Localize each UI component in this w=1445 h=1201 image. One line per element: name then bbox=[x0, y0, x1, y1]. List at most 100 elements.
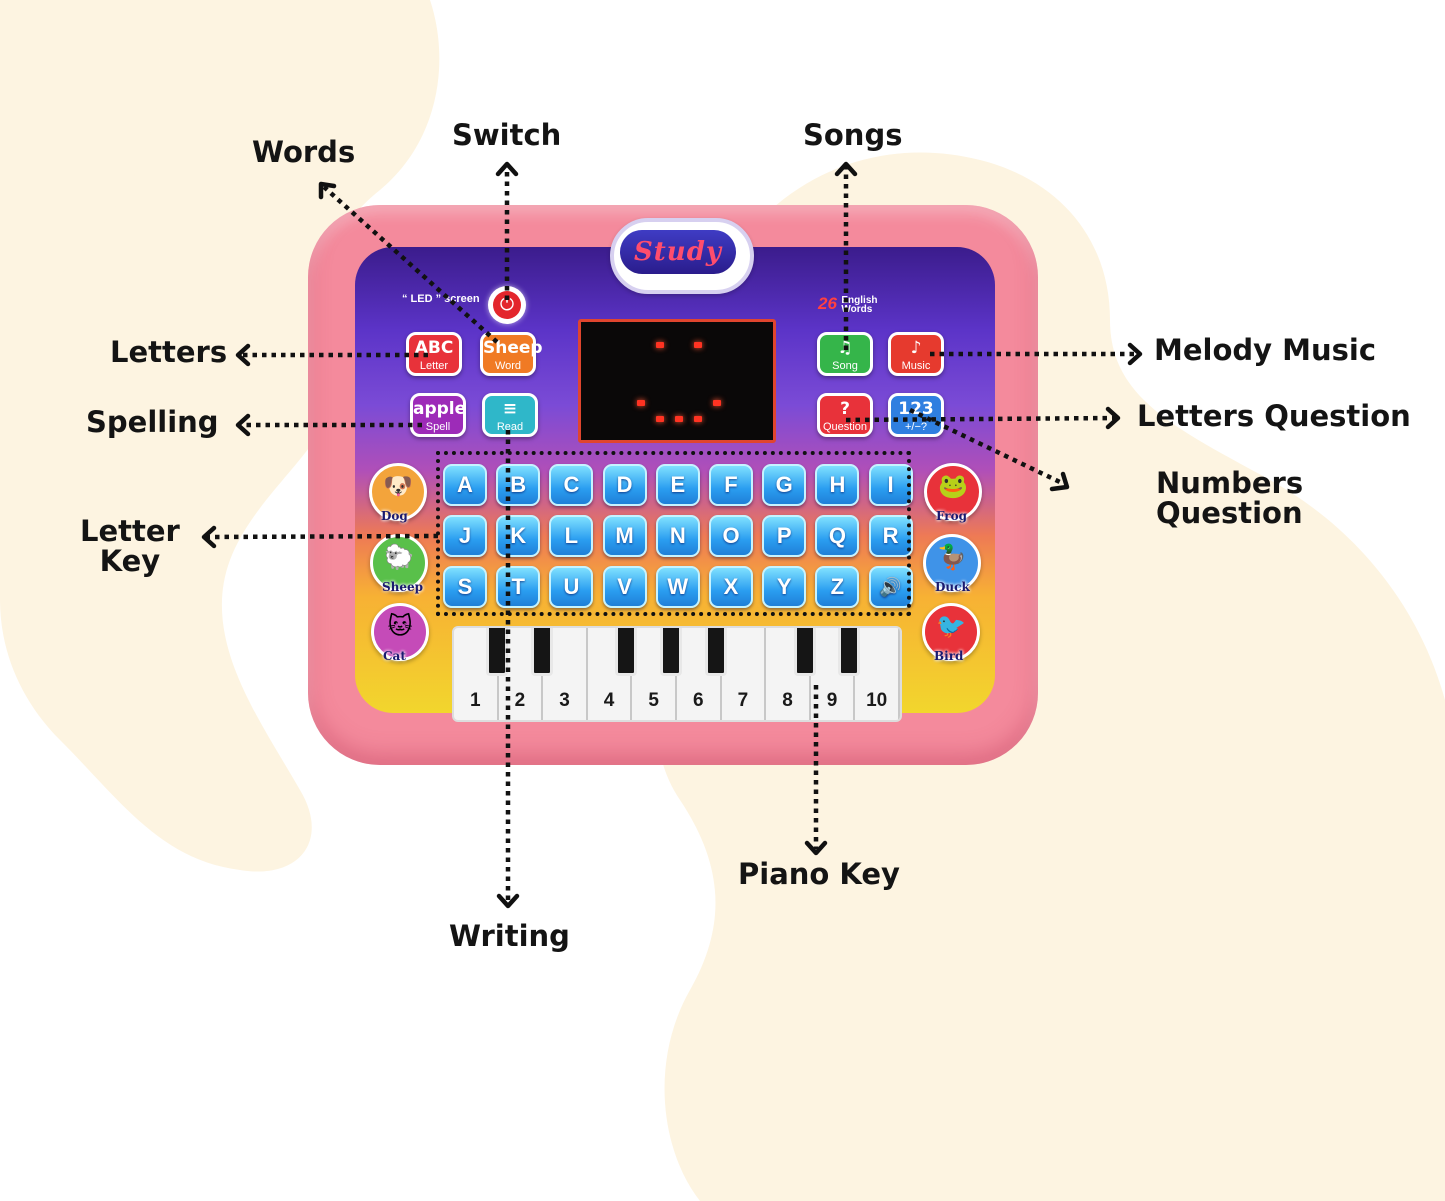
led-screen-label: “ LED ” screen bbox=[402, 293, 480, 305]
led-dot bbox=[656, 342, 664, 348]
sheep-icon: 🐑 bbox=[384, 543, 414, 571]
letter-key-e[interactable]: E bbox=[655, 464, 700, 506]
piano-key-3[interactable]: 3 bbox=[543, 628, 588, 720]
piano-key-number: 1 bbox=[470, 690, 481, 711]
letter-key-g[interactable]: G bbox=[762, 464, 807, 506]
callout-numbers-question-line2: Question bbox=[1156, 495, 1303, 530]
music-icon: ♪ bbox=[910, 338, 922, 358]
animal-button-bird[interactable]: 🐦 bbox=[922, 603, 980, 661]
letter-key-o[interactable]: O bbox=[709, 515, 753, 557]
letter-key-w[interactable]: W bbox=[655, 566, 700, 608]
piano-key-number: 8 bbox=[782, 690, 793, 711]
led-dot bbox=[675, 416, 683, 422]
letter-key-m[interactable]: M bbox=[602, 515, 647, 557]
arrow-words bbox=[322, 185, 499, 344]
read-button-label: Read bbox=[496, 421, 524, 433]
letter-key-d[interactable]: D bbox=[602, 464, 647, 506]
word-button-label: Word bbox=[494, 360, 522, 372]
letter-key-v[interactable]: V bbox=[602, 566, 647, 608]
letter-key-z[interactable]: Z bbox=[815, 566, 860, 608]
piano-black-key[interactable] bbox=[704, 628, 727, 676]
led-screen bbox=[578, 319, 776, 443]
arrow-letter-key bbox=[205, 533, 439, 540]
letter-key-u[interactable]: U bbox=[549, 566, 594, 608]
read-button[interactable]: ≡Read bbox=[482, 393, 538, 437]
question-button[interactable]: ? Question bbox=[817, 393, 873, 437]
letter-key-q[interactable]: Q bbox=[815, 515, 860, 557]
letter-key-t[interactable]: T bbox=[496, 566, 541, 608]
letter-key-y[interactable]: Y bbox=[762, 566, 807, 608]
letter-key-i[interactable]: I bbox=[868, 464, 913, 506]
letter-key-f[interactable]: F bbox=[709, 464, 753, 506]
letter-key-j[interactable]: J bbox=[443, 515, 487, 557]
arrowhead-writing bbox=[496, 893, 520, 909]
letter-key-l[interactable]: L bbox=[549, 515, 594, 557]
letter-key-highlight-box bbox=[436, 451, 911, 616]
piano-black-key[interactable] bbox=[838, 628, 861, 676]
study-logo: Study bbox=[620, 230, 736, 274]
letter-key-p[interactable]: P bbox=[762, 515, 807, 557]
callout-songs: Songs bbox=[803, 118, 903, 152]
arrowhead-piano-key bbox=[804, 840, 828, 856]
spell-icon: apple bbox=[413, 399, 467, 419]
animal-label-cat: Cat bbox=[383, 649, 406, 663]
callout-letters: Letters bbox=[110, 335, 228, 369]
animal-button-sheep[interactable]: 🐑 bbox=[370, 534, 428, 592]
callout-piano-key: Piano Key bbox=[738, 857, 900, 891]
animal-button-frog[interactable]: 🐸 bbox=[924, 463, 982, 521]
piano-black-key[interactable] bbox=[530, 628, 553, 676]
letter-key-a[interactable]: A bbox=[443, 464, 487, 506]
word-icon: Sheep bbox=[483, 338, 543, 358]
letter-key-s[interactable]: S bbox=[443, 566, 487, 608]
letter-key-x[interactable]: X bbox=[709, 566, 753, 608]
letter-key-n[interactable]: N bbox=[655, 515, 700, 557]
piano-key-10[interactable]: 10 bbox=[855, 628, 900, 720]
volume-key[interactable]: 🔊 bbox=[868, 566, 913, 608]
piano-black-key[interactable] bbox=[793, 628, 816, 676]
piano-black-key[interactable] bbox=[660, 628, 683, 676]
callout-words: Words bbox=[252, 135, 356, 169]
arrowhead-numbers-question bbox=[1049, 471, 1070, 492]
callout-numbers-question-line1: Numbers bbox=[1156, 466, 1304, 500]
piano-key-number: 6 bbox=[693, 690, 704, 711]
led-dot bbox=[656, 416, 664, 422]
song-button-label: Song bbox=[832, 360, 858, 372]
piano-key-number: 2 bbox=[514, 690, 526, 711]
callout-letter-key: Letter Key bbox=[80, 516, 180, 576]
callout-spelling: Spelling bbox=[86, 405, 219, 439]
letter-key-b[interactable]: B bbox=[496, 464, 541, 506]
arrow-letters-question bbox=[845, 415, 1117, 423]
letter-key-r[interactable]: R bbox=[868, 515, 913, 557]
led-dot bbox=[694, 342, 702, 348]
math-button[interactable]: 123+/−? bbox=[888, 393, 944, 437]
song-button[interactable]: ♫Song bbox=[817, 332, 873, 376]
letter-key-h[interactable]: H bbox=[815, 464, 860, 506]
english-words-count: 26 bbox=[818, 294, 837, 313]
question-button-label: Question bbox=[822, 421, 868, 433]
led-dot bbox=[694, 416, 702, 422]
callout-letters-question: Letters Question bbox=[1137, 399, 1411, 433]
piano-black-key[interactable] bbox=[615, 628, 638, 676]
english-words-badge: 26 English Words bbox=[818, 294, 881, 314]
math-button-label: +/−? bbox=[904, 421, 928, 433]
duck-icon: 🦆 bbox=[937, 543, 967, 571]
letter-key-c[interactable]: C bbox=[549, 464, 594, 506]
letter-button-label: Letter bbox=[419, 360, 449, 372]
arrowhead-melody-music bbox=[1127, 342, 1143, 366]
music-button[interactable]: ♪Music bbox=[888, 332, 944, 376]
piano-key-7[interactable]: 7 bbox=[722, 628, 767, 720]
piano-key-number: 9 bbox=[826, 690, 838, 711]
animal-button-duck[interactable]: 🦆 bbox=[923, 534, 981, 592]
cat-icon: 🐱 bbox=[387, 612, 413, 640]
led-dot bbox=[713, 400, 721, 406]
animal-button-dog[interactable]: 🐶 bbox=[369, 463, 427, 521]
question-icon: ? bbox=[840, 399, 850, 419]
letter-key-k[interactable]: K bbox=[496, 515, 541, 557]
arrowhead-letter-key bbox=[201, 525, 217, 549]
animal-button-cat[interactable]: 🐱 bbox=[371, 603, 429, 661]
animal-label-sheep: Sheep bbox=[382, 580, 424, 594]
